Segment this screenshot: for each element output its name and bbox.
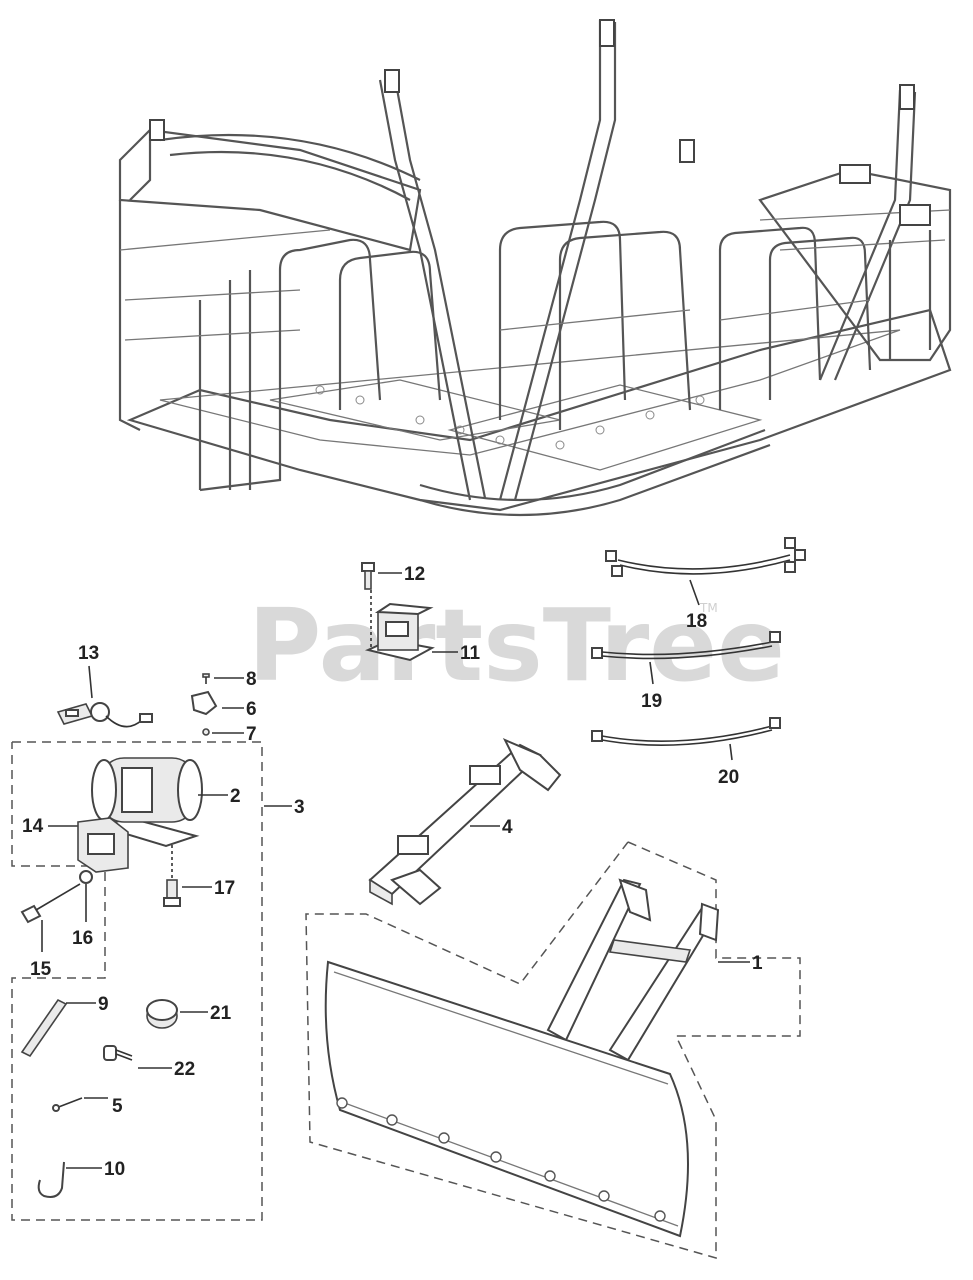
part-4-mount-bracket[interactable]: 4 [368, 738, 562, 906]
callout-4: 4 [502, 817, 513, 838]
part-1-plow-blade[interactable]: 1 [305, 841, 801, 1259]
callout-18: 18 [686, 611, 707, 632]
part-11-module[interactable]: 11 [364, 590, 481, 664]
part-14-fairlead[interactable]: 14 [22, 816, 129, 873]
callout-2: 2 [230, 786, 241, 807]
callout-20: 20 [718, 767, 739, 788]
callout-6: 6 [246, 699, 257, 720]
part-21-roller[interactable]: 21 [146, 999, 232, 1029]
part-20-wire-harness[interactable]: 20 [591, 717, 781, 788]
part-10-hook[interactable]: 10 [37, 1159, 125, 1198]
part-12-bolt[interactable]: 12 [361, 562, 425, 590]
callout-16: 16 [72, 928, 93, 949]
callout-7: 7 [246, 724, 257, 745]
callout-22: 22 [174, 1059, 195, 1080]
part-18-wire-harness[interactable]: 18 [605, 537, 806, 632]
part-22-pin[interactable]: 22 [103, 1045, 195, 1080]
callout-17: 17 [214, 878, 235, 899]
part-13-remote-switch[interactable]: 13 [56, 643, 153, 728]
callout-5: 5 [112, 1096, 123, 1117]
callout-1: 1 [752, 953, 763, 974]
part-15-bolt[interactable]: 15 [20, 883, 81, 980]
part-7-nut[interactable]: 7 [202, 724, 257, 745]
callout-14: 14 [22, 816, 44, 837]
callout-21: 21 [210, 1003, 232, 1024]
callout-10: 10 [104, 1159, 125, 1180]
callout-9: 9 [98, 994, 109, 1015]
part-3-winch-kit[interactable]: 3 [11, 741, 305, 1221]
callout-8: 8 [246, 669, 257, 690]
part-16-washer[interactable]: 16 [72, 870, 93, 949]
part-2-winch[interactable]: 2 [91, 757, 241, 848]
part-9-strap[interactable]: 9 [20, 994, 109, 1058]
callout-11: 11 [460, 643, 481, 664]
callout-13: 13 [78, 643, 99, 664]
watermark-text: PartsTree [248, 587, 785, 704]
callout-12: 12 [404, 564, 425, 585]
callout-19: 19 [641, 691, 662, 712]
callout-3: 3 [294, 797, 305, 818]
part-19-wire-harness[interactable]: 19 [591, 631, 781, 712]
watermark: PartsTree TM [248, 587, 785, 704]
part-5-pin[interactable]: 5 [52, 1096, 123, 1117]
part-17-bolt[interactable]: 17 [163, 845, 235, 907]
callout-15: 15 [30, 959, 52, 980]
part-6-clamp[interactable]: 6 [190, 690, 257, 720]
part-8-screw[interactable]: 8 [202, 669, 257, 690]
watermark-trademark: TM [699, 601, 718, 615]
vehicle-frame [118, 19, 952, 517]
